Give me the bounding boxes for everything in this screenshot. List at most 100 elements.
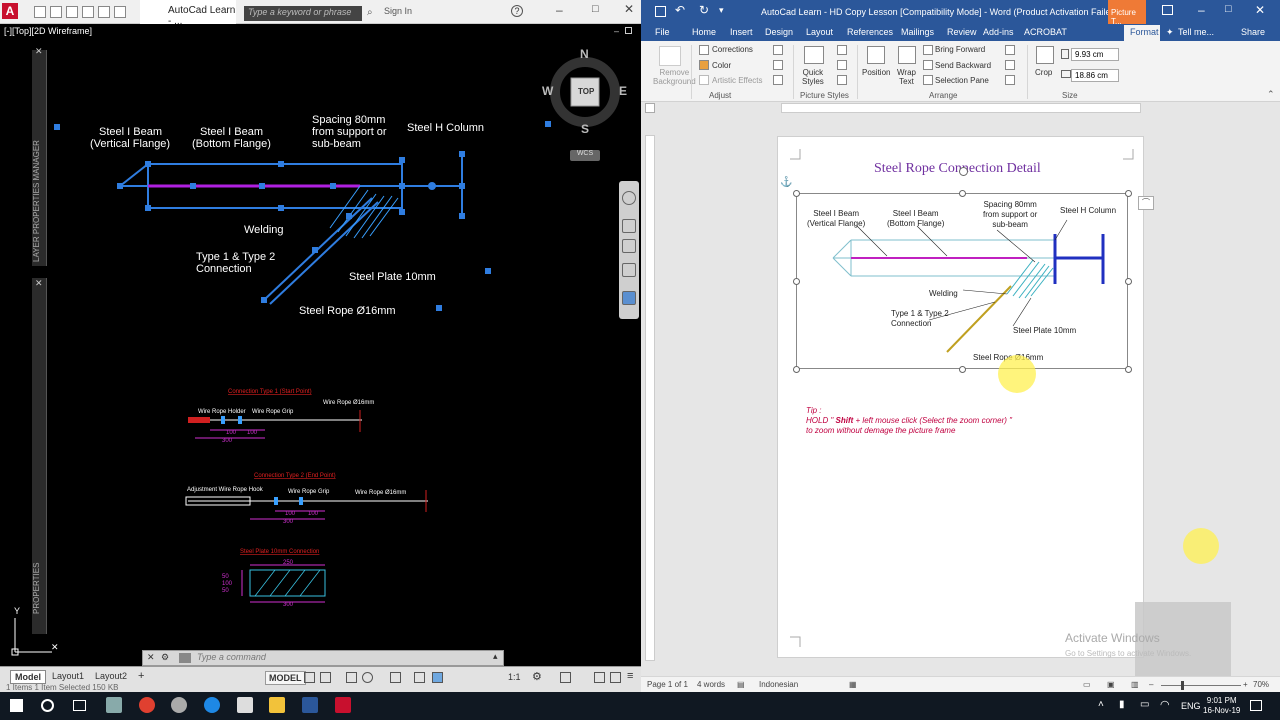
tab-insert[interactable]: Insert xyxy=(730,27,753,37)
tab-design[interactable]: Design xyxy=(765,27,794,37)
rotate-icon[interactable] xyxy=(1005,75,1015,85)
tray-chevron-icon[interactable]: ˄ xyxy=(1098,699,1104,710)
command-history-icon[interactable]: ▴ xyxy=(493,651,498,661)
palette-close-icon[interactable]: ✕ xyxy=(35,46,43,56)
tab-mailings[interactable]: Mailings xyxy=(901,27,935,37)
palette-close-icon[interactable]: ✕ xyxy=(35,278,43,288)
chrome-icon[interactable] xyxy=(139,697,155,713)
reset-picture-icon[interactable] xyxy=(773,75,783,85)
task-view-icon[interactable] xyxy=(73,700,86,711)
search-icon[interactable] xyxy=(41,699,54,712)
model-space-button[interactable]: MODEL xyxy=(265,671,306,685)
redo-icon[interactable]: ↻ xyxy=(699,3,710,17)
tab-review[interactable]: Review xyxy=(947,27,977,37)
print-layout-icon[interactable]: ▣ xyxy=(1107,680,1115,689)
artistic-effects-button[interactable]: Artistic Effects xyxy=(712,76,763,85)
word-app-icon[interactable] xyxy=(302,697,318,713)
minimize-icon[interactable]: – xyxy=(1198,3,1205,17)
zoom-extents-icon[interactable] xyxy=(622,239,636,253)
horizontal-ruler[interactable] xyxy=(781,103,1141,113)
binoculars-icon[interactable]: ⌕ xyxy=(367,7,373,18)
save-icon[interactable] xyxy=(655,6,666,17)
maximize-icon[interactable]: □ xyxy=(1225,3,1232,15)
autocad-app-icon[interactable] xyxy=(335,697,351,713)
tell-me-box[interactable]: Tell me... xyxy=(1178,27,1215,37)
fullscreen-icon[interactable] xyxy=(610,672,621,683)
minimize-icon[interactable]: – xyxy=(556,3,563,17)
wcs-menu[interactable]: WCS xyxy=(570,150,600,161)
isolate-icon[interactable] xyxy=(594,672,605,683)
save-icon[interactable] xyxy=(66,6,78,18)
compass-east[interactable]: E xyxy=(619,84,628,98)
picture-border-icon[interactable] xyxy=(837,45,847,55)
macro-icon[interactable]: ▦ xyxy=(849,680,857,689)
corrections-button[interactable]: Corrections xyxy=(712,45,753,54)
settings-app-icon[interactable] xyxy=(106,697,122,713)
add-layout-icon[interactable]: + xyxy=(138,670,145,682)
tab-home[interactable]: Home xyxy=(692,27,717,37)
open-icon[interactable] xyxy=(50,6,62,18)
customize-menu-icon[interactable]: ≡ xyxy=(627,670,634,682)
tab-layout[interactable]: Layout xyxy=(806,27,834,37)
autocad-search-input[interactable]: Type a keyword or phrase xyxy=(244,6,362,21)
pan-icon[interactable] xyxy=(622,219,636,233)
zoom-in-icon[interactable]: + xyxy=(1243,680,1248,689)
undo-icon[interactable]: ↶ xyxy=(675,3,686,17)
snap-icon[interactable] xyxy=(320,672,331,683)
document-title[interactable]: Steel Rope Connection Detail xyxy=(874,161,1041,176)
zoom-level[interactable]: 70% xyxy=(1253,680,1270,689)
battery-icon[interactable]: ▭ xyxy=(1140,699,1150,710)
undo-icon[interactable] xyxy=(114,6,126,18)
bring-forward-button[interactable]: Bring Forward xyxy=(935,45,986,54)
tab-file[interactable]: File xyxy=(655,27,670,37)
close-icon[interactable]: ✕ xyxy=(624,2,635,16)
height-field[interactable]: 9.93 cm xyxy=(1071,48,1119,61)
vertical-ruler[interactable] xyxy=(645,135,655,661)
compass-south[interactable]: S xyxy=(581,122,590,136)
picture-layout-icon[interactable] xyxy=(837,75,847,85)
print-icon[interactable] xyxy=(98,6,110,18)
calculator-icon[interactable] xyxy=(237,697,253,713)
compress-icon[interactable] xyxy=(773,45,783,55)
wrap-text-button[interactable]: Wrap Text xyxy=(897,68,916,86)
viewcube[interactable]: N S E W TOP xyxy=(542,47,627,137)
autocad-file-tab[interactable]: AutoCad Learn - ... xyxy=(140,0,236,27)
wifi-icon[interactable]: ◠ xyxy=(1160,699,1170,711)
title-rotate-handle[interactable] xyxy=(959,167,968,176)
width-field[interactable]: 18.86 cm xyxy=(1071,69,1119,82)
zoom-slider-thumb[interactable] xyxy=(1181,681,1184,690)
anchor-icon[interactable]: ⚓ xyxy=(780,177,793,188)
tab-acrobat[interactable]: ACROBAT xyxy=(1024,27,1067,37)
polar-icon[interactable] xyxy=(362,672,373,683)
windows-start-icon[interactable] xyxy=(10,699,23,712)
read-mode-icon[interactable]: ▭ xyxy=(1083,680,1091,689)
resize-handle-w[interactable] xyxy=(793,278,800,285)
crop-button[interactable]: Crop xyxy=(1035,68,1053,77)
color-button[interactable]: Color xyxy=(712,61,732,70)
maximize-icon[interactable]: □ xyxy=(592,3,599,15)
steering-wheel-icon[interactable] xyxy=(622,191,636,205)
command-input[interactable]: Type a command xyxy=(197,652,266,662)
web-layout-icon[interactable]: ▥ xyxy=(1131,680,1139,689)
close-icon[interactable]: ✕ xyxy=(1255,3,1266,17)
annotation-scale[interactable]: 1:1 xyxy=(508,672,521,682)
resize-handle-s[interactable] xyxy=(959,366,966,373)
compass-north[interactable]: N xyxy=(580,47,589,61)
workspace-icon[interactable] xyxy=(560,672,571,683)
grid-icon[interactable] xyxy=(304,672,315,683)
layer-properties-palette[interactable]: ✕ LAYER PROPERTIES MANAGER xyxy=(32,46,47,266)
tab-format[interactable]: Format xyxy=(1124,25,1160,41)
viewport-restore-icon[interactable] xyxy=(625,27,632,34)
collapse-ribbon-icon[interactable]: ⌃ xyxy=(1267,89,1275,99)
vpn-app-icon[interactable] xyxy=(171,697,187,713)
viewport-label[interactable]: [-][Top][2D Wireframe] xyxy=(4,26,93,36)
align-icon[interactable] xyxy=(1005,45,1015,55)
tab-addins[interactable]: Add-ins xyxy=(983,27,1014,37)
properties-palette[interactable]: ✕ PROPERTIES xyxy=(32,278,47,634)
document-page[interactable]: Steel Rope Connection Detail ⚓ ⌒ xyxy=(777,136,1154,658)
tab-layout2[interactable]: Layout2 xyxy=(95,671,128,681)
position-button[interactable]: Position xyxy=(862,68,891,77)
zoom-slider[interactable] xyxy=(1161,685,1241,686)
language-indicator[interactable]: Indonesian xyxy=(759,680,799,689)
showmotion-icon[interactable] xyxy=(622,291,636,305)
